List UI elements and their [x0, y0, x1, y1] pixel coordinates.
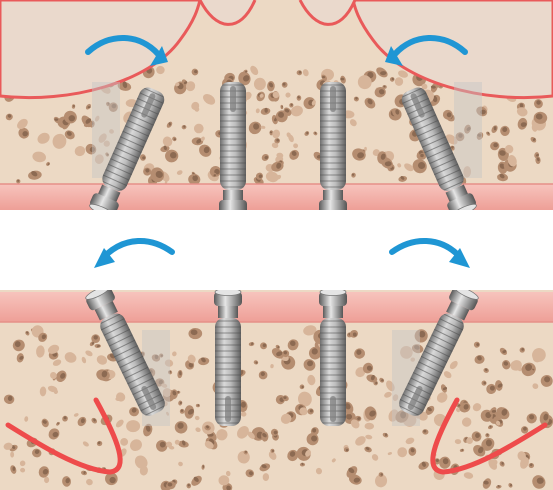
bone-pore	[126, 420, 140, 432]
implant-anterior-right	[319, 289, 347, 427]
abutment-top	[320, 289, 346, 296]
lower-jaw-panel	[0, 284, 553, 490]
implant-anterior-right	[319, 82, 347, 218]
abutment-collar	[319, 200, 347, 214]
ghost-implant	[454, 82, 482, 178]
bone-pore-core	[283, 396, 286, 399]
bone-pore-core	[241, 402, 246, 408]
implant-anterior-left	[219, 82, 247, 218]
curved-arrow-left	[107, 241, 172, 254]
upper-jaw-panel	[0, 0, 553, 219]
bone-pore-core	[493, 143, 498, 147]
abutment-top	[215, 289, 241, 296]
implant-apex-groove	[330, 86, 336, 112]
implant-apex-groove	[330, 396, 336, 422]
curved-arrow-right	[392, 241, 457, 254]
abutment-top	[220, 211, 246, 218]
implant-neck	[323, 306, 343, 318]
implant-apex-groove	[225, 396, 231, 422]
abutment-top	[320, 211, 346, 218]
bone-pore-core	[494, 126, 497, 130]
abutment-collar	[219, 200, 247, 214]
implant-neck	[218, 306, 238, 318]
implant-anterior-left	[214, 289, 242, 427]
implant-apex-groove	[230, 86, 236, 112]
